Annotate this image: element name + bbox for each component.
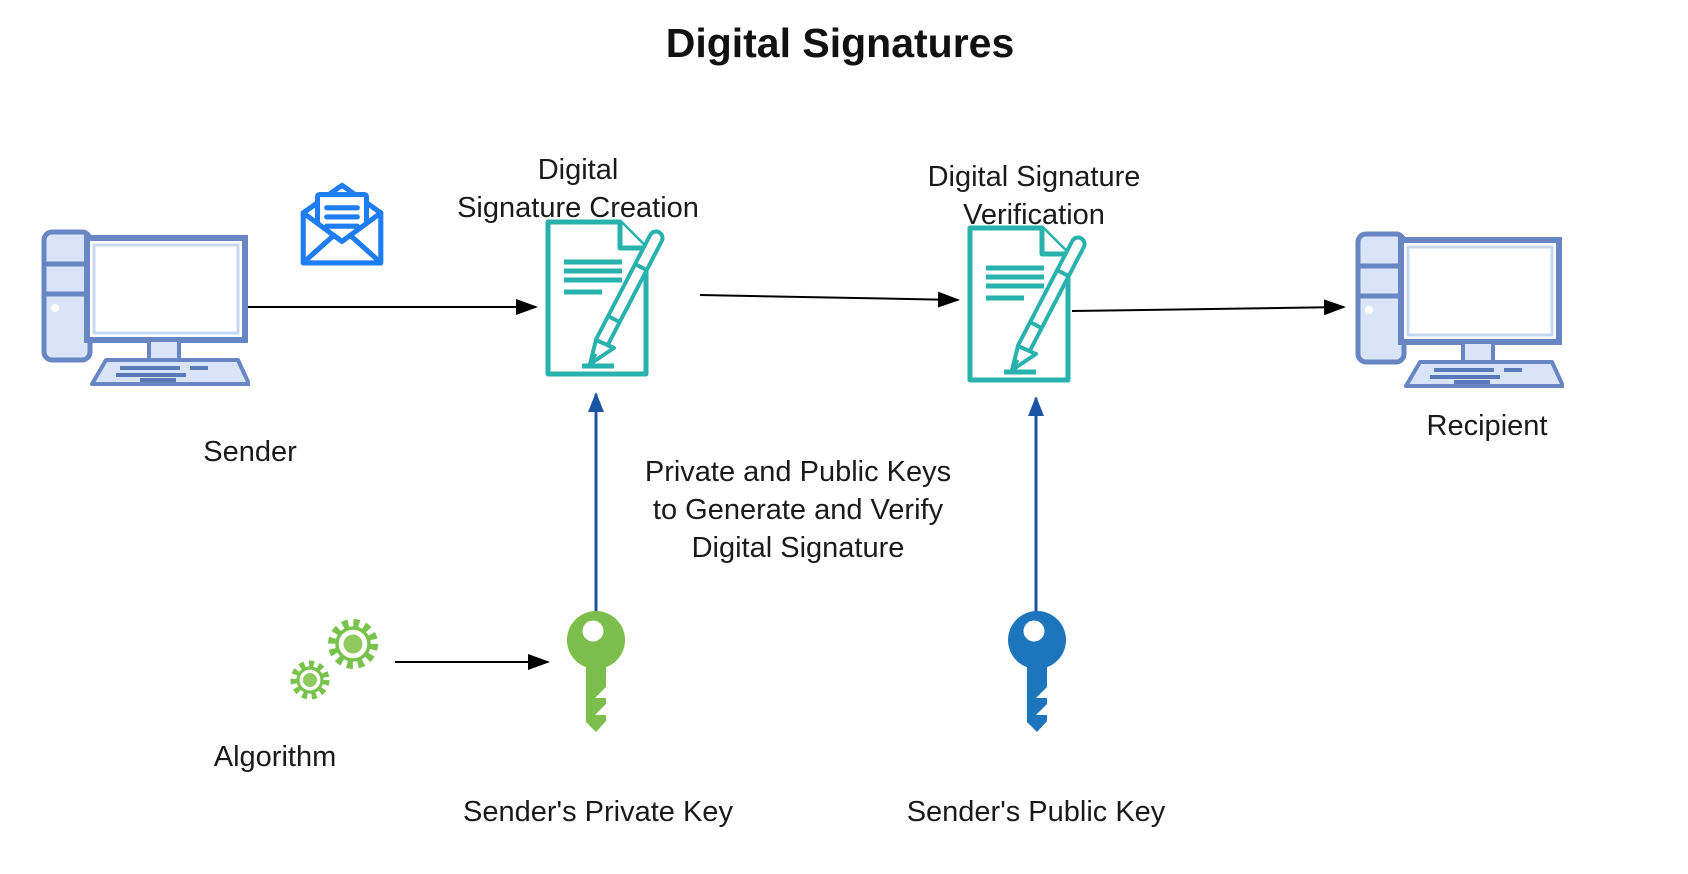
recipient-label: Recipient: [1426, 410, 1548, 442]
creation-label: Digital Signature Creation: [457, 154, 699, 224]
public-key-label: Sender's Public Key: [906, 796, 1166, 828]
email-envelope-icon: [300, 182, 384, 266]
sender-label: Sender: [203, 436, 297, 468]
arrow-creation-to-verification: [699, 291, 960, 308]
keys-note: Private and Public Keys to Generate and …: [644, 456, 952, 564]
key-icon: [567, 611, 625, 732]
computer-icon: [1355, 231, 1564, 388]
computer-icon: [41, 229, 250, 386]
signed-document-icon: [545, 219, 665, 377]
verification-label: Digital Signature Verification: [927, 161, 1141, 231]
key-icon: [1008, 611, 1066, 732]
gears-icon: [290, 619, 378, 700]
diagram-title: Digital Signatures: [665, 20, 1015, 66]
signed-document-icon: [967, 225, 1087, 383]
algorithm-label: Algorithm: [213, 741, 337, 773]
private-key-label: Sender's Private Key: [463, 796, 733, 828]
arrow-verification-to-recipient: [1071, 299, 1346, 316]
